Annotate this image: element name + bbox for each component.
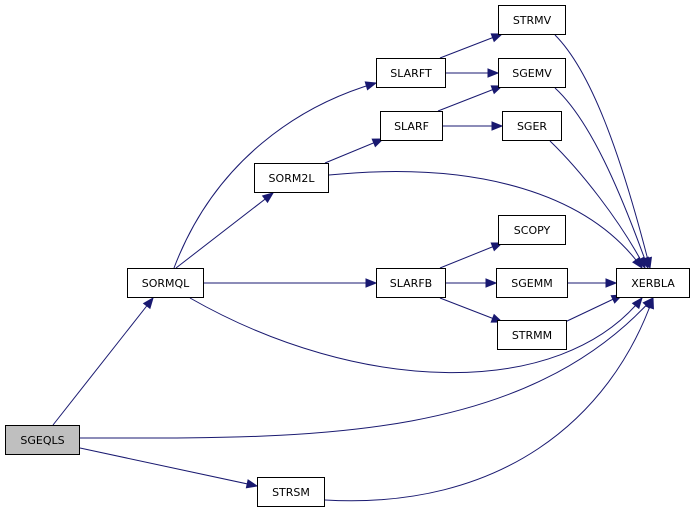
edge-sorm2l-to-xerbla-line xyxy=(328,171,643,269)
edge-sgemv-to-xerbla-line xyxy=(554,87,649,269)
node-sgemm[interactable]: SGEMM xyxy=(496,268,568,298)
node-sorm2l[interactable]: SORM2L xyxy=(254,163,329,193)
node-xerbla[interactable]: XERBLA xyxy=(616,268,690,298)
node-slarfb[interactable]: SLARFB xyxy=(376,268,446,298)
node-sger[interactable]: SGER xyxy=(502,111,562,141)
edge-strmv-to-xerbla-line xyxy=(554,34,651,269)
node-sgemv[interactable]: SGEMV xyxy=(498,58,566,88)
edge-sormql-to-sorm2l-line xyxy=(175,192,274,269)
edge-slarfb-to-strmm-line xyxy=(439,297,503,323)
edge-sormql-to-sorm2l xyxy=(175,192,275,269)
edge-slarft-to-sgemv-arrowhead xyxy=(487,68,500,78)
node-sormql[interactable]: SORMQL xyxy=(127,268,204,298)
edge-sgeqls-to-strsm xyxy=(79,447,259,489)
edge-sormql-to-xerbla-line xyxy=(189,297,643,374)
edge-sgeqls-to-strsm-arrowhead xyxy=(245,479,259,489)
edge-sger-to-xerbla-line xyxy=(549,140,646,269)
edge-slarfb-to-strmm xyxy=(439,297,504,323)
edge-sgeqls-to-strsm-line xyxy=(79,447,258,487)
edge-sgeqls-to-sormql-line xyxy=(52,297,154,426)
edge-sormql-to-slarft-line xyxy=(173,82,377,269)
edge-sgeqls-to-sormql-arrowhead xyxy=(142,296,154,310)
edge-sormql-to-slarfb-arrowhead xyxy=(365,278,378,288)
edge-sgemm-to-xerbla-arrowhead xyxy=(605,278,618,288)
edge-slarfb-to-sgemm-arrowhead xyxy=(485,278,498,288)
edge-sormql-to-sorm2l-arrowhead xyxy=(261,192,275,204)
edge-strmm-to-xerbla-line xyxy=(564,294,623,323)
node-strmv[interactable]: STRMV xyxy=(498,5,566,35)
edge-strsm-to-xerbla-line xyxy=(324,297,654,502)
edge-sormql-to-slarft xyxy=(173,81,378,269)
edge-slarfb-to-scopy-line xyxy=(439,242,503,269)
edge-sormql-to-slarft-arrowhead xyxy=(364,81,378,91)
edge-strsm-to-xerbla-arrowhead xyxy=(645,296,654,310)
edge-strmv-to-xerbla xyxy=(554,34,653,270)
edge-sormql-to-xerbla xyxy=(189,296,643,374)
edge-sger-to-xerbla xyxy=(549,140,646,270)
node-slarf[interactable]: SLARF xyxy=(380,111,443,141)
node-strmm[interactable]: STRMM xyxy=(497,320,567,350)
edge-slarf-to-sger-arrowhead xyxy=(491,121,504,131)
edge-slarf-to-sgemv-line xyxy=(437,85,503,112)
edge-sgeqls-to-xerbla xyxy=(79,297,654,439)
edge-sger-to-xerbla-arrowhead xyxy=(635,256,646,270)
edge-sgemm-to-xerbla xyxy=(568,278,618,288)
edge-sorm2l-to-xerbla xyxy=(328,171,643,270)
edge-sgeqls-to-xerbla-line xyxy=(79,297,654,439)
edge-strmm-to-xerbla xyxy=(564,294,624,323)
node-slarft[interactable]: SLARFT xyxy=(376,58,446,88)
edge-slarfb-to-scopy xyxy=(439,242,504,269)
edge-sgeqls-to-sormql xyxy=(52,296,154,426)
edge-slarf-to-sger xyxy=(443,121,504,131)
edge-slarft-to-sgemv xyxy=(446,68,500,78)
edge-slarft-to-strmv-line xyxy=(439,33,503,59)
edge-sormql-to-slarfb xyxy=(204,278,378,288)
node-strsm[interactable]: STRSM xyxy=(257,477,325,507)
node-scopy[interactable]: SCOPY xyxy=(498,215,566,245)
edge-slarft-to-strmv xyxy=(439,33,504,59)
edge-sormql-to-xerbla-arrowhead xyxy=(631,296,643,310)
node-sgeqls: SGEQLS xyxy=(5,425,80,455)
edge-slarf-to-sgemv xyxy=(437,85,504,112)
edge-strsm-to-xerbla xyxy=(324,296,654,502)
edge-slarfb-to-sgemm xyxy=(446,278,498,288)
edge-sorm2l-to-slarf xyxy=(324,138,385,164)
edge-slarft-to-strmv-arrowhead xyxy=(490,33,504,43)
